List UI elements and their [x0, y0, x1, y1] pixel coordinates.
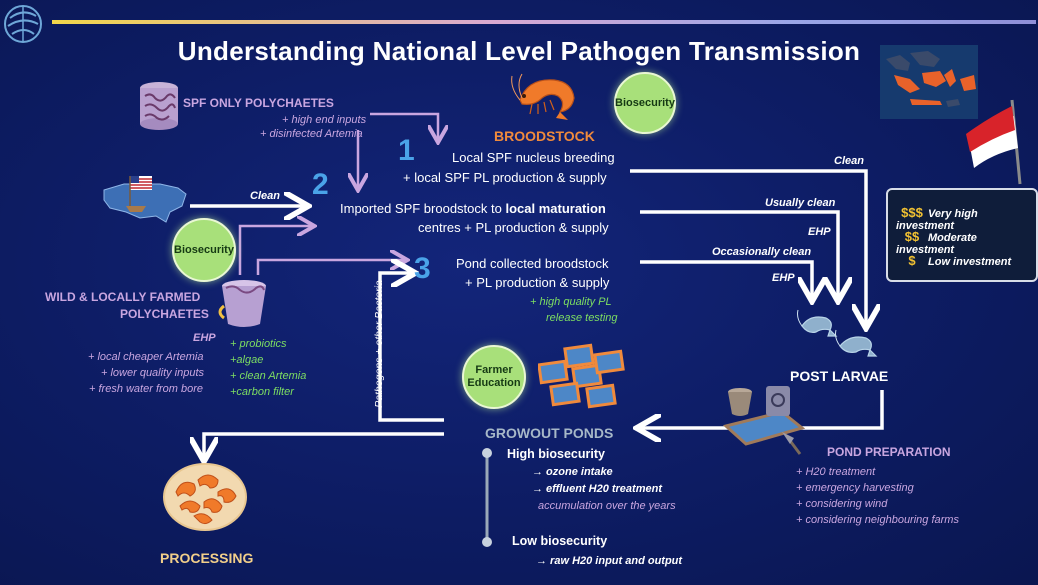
spf-item-2: + disinfected Artemia — [260, 128, 363, 140]
usa-map-icon — [103, 176, 187, 223]
map-icon — [880, 45, 978, 119]
processing-label: PROCESSING — [160, 550, 254, 566]
label-occasionally-clean: Occasionally clean — [712, 246, 812, 258]
label-clean-left: Clean — [250, 190, 280, 202]
page-title: Understanding National Level Pathogen Tr… — [177, 36, 861, 66]
arrow-route1-to-pl — [630, 169, 866, 325]
arrow-route3-to-pl — [640, 260, 812, 298]
label-ehp-2: EHP — [772, 272, 795, 284]
wild-heading-1: WILD & LOCALLY FARMED — [45, 290, 201, 304]
legend-row-moderate: $$Moderate investment — [896, 229, 977, 256]
pond-preparation-icon — [722, 386, 806, 455]
biosecurity-badge-top: Biosecurity — [614, 72, 676, 134]
high-bio-item-2: → effluent H20 treatment — [532, 483, 662, 495]
route-3-line-1: Pond collected broodstock — [456, 256, 609, 271]
processing-plate-icon — [163, 463, 247, 531]
dollar-icon: $ — [908, 253, 916, 268]
ponds-icon — [538, 343, 625, 409]
pond-prep-item-2: + emergency harvesting — [796, 482, 914, 494]
arrow-growout-to-route3 — [378, 273, 444, 422]
growout-ponds-label: GROWOUT PONDS — [485, 425, 614, 441]
investment-legend: $$$Very high investment $$Moderate inves… — [886, 188, 1038, 282]
route-3-line-2: + PL production & supply — [465, 275, 610, 290]
route-1-number: 1 — [398, 134, 415, 167]
post-larvae-icon — [797, 309, 878, 357]
biosecurity-badge-left: Biosecurity — [172, 218, 236, 282]
indonesia-flag-icon — [966, 99, 1022, 185]
route-1-line-1: Local SPF nucleus breeding — [452, 150, 615, 165]
route-1-line-2: + local SPF PL production & supply — [403, 170, 607, 185]
pond-prep-item-3: + considering wind — [796, 498, 888, 510]
label-pathogens: Pathogens + other Bacteria — [373, 280, 385, 408]
label-clean-right: Clean — [834, 155, 864, 167]
spf-item-1: + high end inputs — [282, 114, 367, 126]
bucket-icon — [218, 280, 266, 327]
low-biosecurity-heading: Low biosecurity — [512, 534, 608, 548]
wild-right-item-4: +carbon filter — [230, 386, 294, 398]
label-ehp-1: EHP — [808, 226, 831, 238]
label-usually-clean: Usually clean — [765, 197, 836, 209]
pond-prep-item-1: + H20 treatment — [796, 466, 876, 478]
route-3-extra-1: + high quality PL — [530, 296, 612, 308]
arrow-growout-to-processing — [204, 432, 444, 458]
arrow-pl-to-growout — [640, 390, 884, 428]
wild-heading-2: POLYCHAETES — [120, 307, 209, 321]
logo-icon — [4, 5, 42, 43]
wild-right-item-3: + clean Artemia — [230, 370, 307, 382]
arrow-wild-to-route3 — [256, 260, 405, 275]
wild-left-item-1: + local cheaper Artemia — [88, 351, 204, 363]
post-larvae-label: POST LARVAE — [790, 368, 889, 384]
route-2-number: 2 — [312, 168, 329, 201]
legend-row-low: $Low investment — [896, 253, 1011, 268]
farmer-education-badge: Farmer Education — [462, 345, 526, 409]
shrimp-icon — [511, 73, 575, 120]
legend-row-very-high: $$$Very high investment — [896, 205, 978, 232]
arrow-route2-to-pl — [640, 210, 838, 298]
track-dot-low — [482, 537, 492, 547]
arrow-wild-to-route2 — [238, 226, 312, 275]
route-3-number: 3 — [414, 252, 431, 285]
track-dot-high — [482, 448, 492, 458]
pond-prep-item-4: + considering neighbouring farms — [796, 514, 959, 526]
wild-ehp: EHP — [193, 332, 216, 344]
arrow-spf-to-route1 — [370, 112, 438, 140]
dollar-icon: $$$ — [901, 205, 923, 220]
low-bio-item-1: → raw H20 input and output — [536, 555, 683, 567]
route-2-line-1: Imported SPF broodstock to local maturat… — [340, 201, 606, 216]
broodstock-label: BROODSTOCK — [494, 128, 595, 144]
spf-polychaetes-heading: SPF ONLY POLYCHAETES — [183, 96, 334, 110]
wild-left-item-2: + lower quality inputs — [101, 367, 205, 379]
wild-left-item-3: + fresh water from bore — [89, 383, 204, 395]
polychaete-jar-icon — [140, 82, 178, 130]
route-2-line-2: centres + PL production & supply — [418, 220, 609, 235]
dollar-icon: $$ — [904, 229, 920, 244]
high-bio-note: accumulation over the years — [538, 500, 676, 512]
high-bio-item-1: → ozone intake — [532, 466, 613, 478]
route-3-extra-2: release testing — [546, 312, 618, 324]
pond-preparation-heading: POND PREPARATION — [827, 445, 951, 459]
wild-right-item-2: +algae — [230, 354, 264, 366]
top-accent-bar — [52, 20, 1036, 24]
high-biosecurity-heading: High biosecurity — [507, 447, 605, 461]
wild-right-item-1: + probiotics — [230, 338, 287, 350]
